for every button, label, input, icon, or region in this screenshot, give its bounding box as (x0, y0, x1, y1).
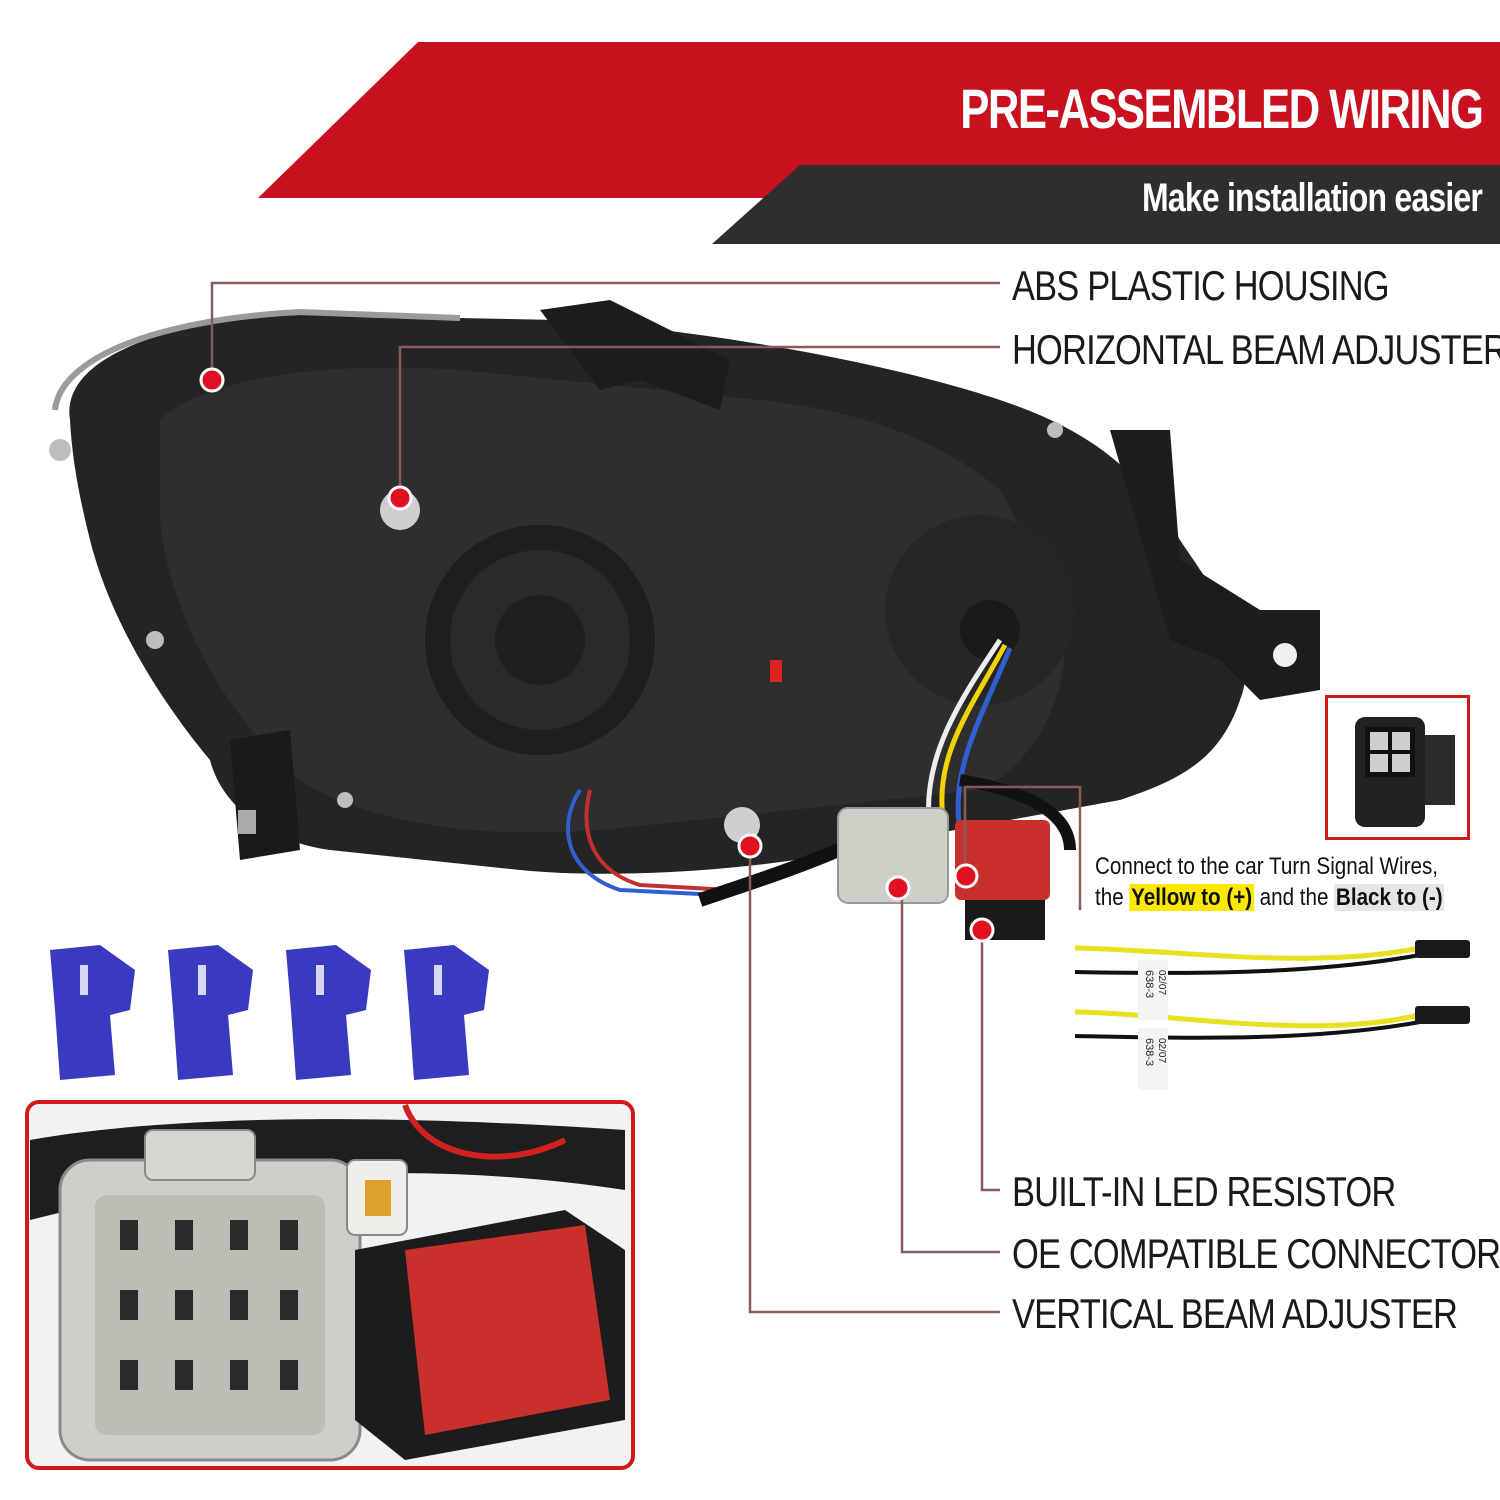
t-tap-connector (50, 945, 135, 1080)
page-title: PRE-ASSEMBLED WIRING (959, 77, 1484, 140)
dark-banner (712, 165, 1500, 244)
housing-lens-rim (52, 308, 461, 411)
wiring-note-line1: Connect to the car Turn Signal Wires, (1095, 853, 1439, 880)
label-oe-connector: OE COMPATIBLE CONNECTOR (1012, 1230, 1500, 1277)
note-middle: and the (1259, 884, 1329, 911)
t-tap-connectors (50, 945, 489, 1080)
connector-inset (1325, 695, 1470, 840)
wire-tag-2: 638-3 (1143, 1038, 1155, 1066)
t-tap-connector (286, 945, 371, 1080)
screw (337, 792, 353, 808)
red-dot-marker (969, 917, 995, 943)
wiring-note-line2: the Yellow to (+) and the Black to (-) (1095, 884, 1445, 912)
leader-turn-signal (963, 785, 1082, 910)
wire-tag-1-sub: 02/07 (1156, 970, 1167, 995)
red-dot-marker (199, 367, 225, 393)
t-tap-connector (404, 945, 489, 1080)
label-abs-housing: ABS PLASTIC HOUSING (1012, 262, 1390, 309)
note-yellow: Yellow to (+) (1129, 884, 1254, 911)
note-prefix: the (1095, 884, 1124, 911)
oe-connector (837, 807, 949, 904)
note-black: Black to (-) (1334, 884, 1445, 911)
label-vertical-adjuster: VERTICAL BEAM ADJUSTER (1012, 1290, 1458, 1337)
leader-abs-housing (210, 281, 1000, 380)
red-dot-marker (885, 875, 911, 901)
red-dot-marker (953, 863, 979, 889)
screw (146, 631, 164, 649)
page-subtitle: Make installation easier (1141, 176, 1483, 220)
leader-led-resistor (980, 930, 1000, 1192)
red-dot-marker (387, 485, 413, 511)
turn-signal-pigtails: 638-3 02/07 638-3 02/07 (1074, 940, 1470, 1090)
wire-tag-1: 638-3 (1143, 970, 1155, 998)
label-horizontal-adjuster: HORIZONTAL BEAM ADJUSTER (1012, 326, 1500, 373)
t-tap-connector (168, 945, 253, 1080)
red-dot-marker (737, 833, 763, 859)
leader-horizontal-adjuster (398, 345, 1000, 498)
label-led-resistor: BUILT-IN LED RESISTOR (1012, 1168, 1396, 1215)
wire-tag-2-sub: 02/07 (1156, 1038, 1167, 1063)
leader-oe-connector (900, 890, 1000, 1254)
screw (1047, 422, 1063, 438)
screw (49, 439, 71, 461)
leader-vertical-adjuster (748, 848, 1000, 1314)
led-resistor (955, 820, 1050, 900)
red-banner (258, 42, 1500, 198)
connector-detail-inset (25, 1100, 635, 1470)
